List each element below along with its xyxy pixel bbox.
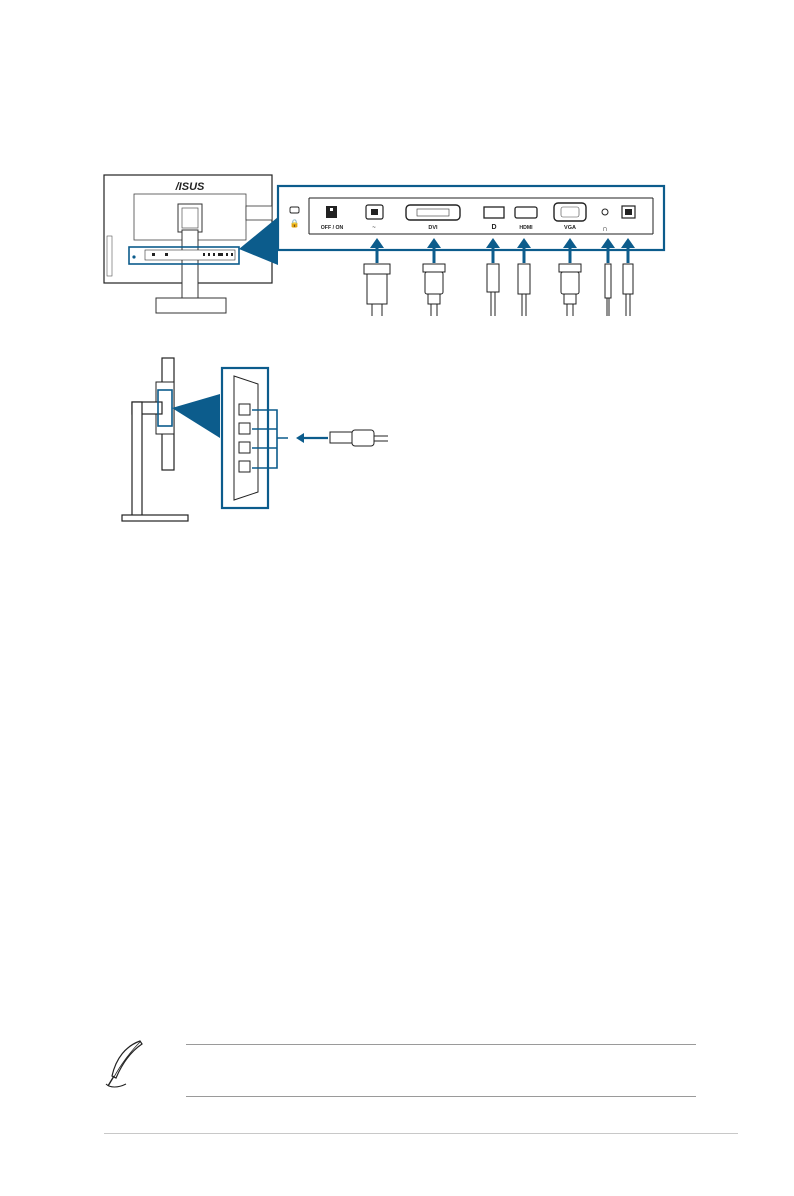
svg-text:🔒: 🔒: [290, 219, 300, 228]
port-label-dvi: DVI: [428, 225, 438, 231]
note-top-rule: [186, 1044, 696, 1045]
port-label-vga: VGA: [564, 225, 576, 231]
usb-side-callout: [222, 368, 288, 508]
svg-text:~: ~: [372, 225, 376, 231]
side-usb-figure: [110, 352, 390, 532]
feather-pen-icon: [100, 1038, 146, 1092]
footer-rule: [104, 1133, 738, 1134]
svg-text:D: D: [491, 224, 496, 231]
brand-logo: /ISUS: [175, 181, 205, 193]
cable-plugs: [364, 264, 633, 316]
svg-text:∩: ∩: [602, 224, 608, 233]
monitor-side-drawing: [122, 358, 188, 521]
port-label-power-switch: OFF / ON: [321, 225, 344, 231]
port-label-hdmi: HDMI: [519, 225, 533, 231]
usb-cable: [296, 430, 388, 446]
rear-ports-figure: /ISUS 🔒 OFF / ON ~ DVI: [100, 170, 670, 320]
zoom-callout-pointer-side: [172, 394, 220, 438]
port-panel-callout: 🔒 OFF / ON ~ DVI D HDMI VGA ∩: [278, 186, 664, 250]
note-bottom-rule: [186, 1096, 696, 1097]
